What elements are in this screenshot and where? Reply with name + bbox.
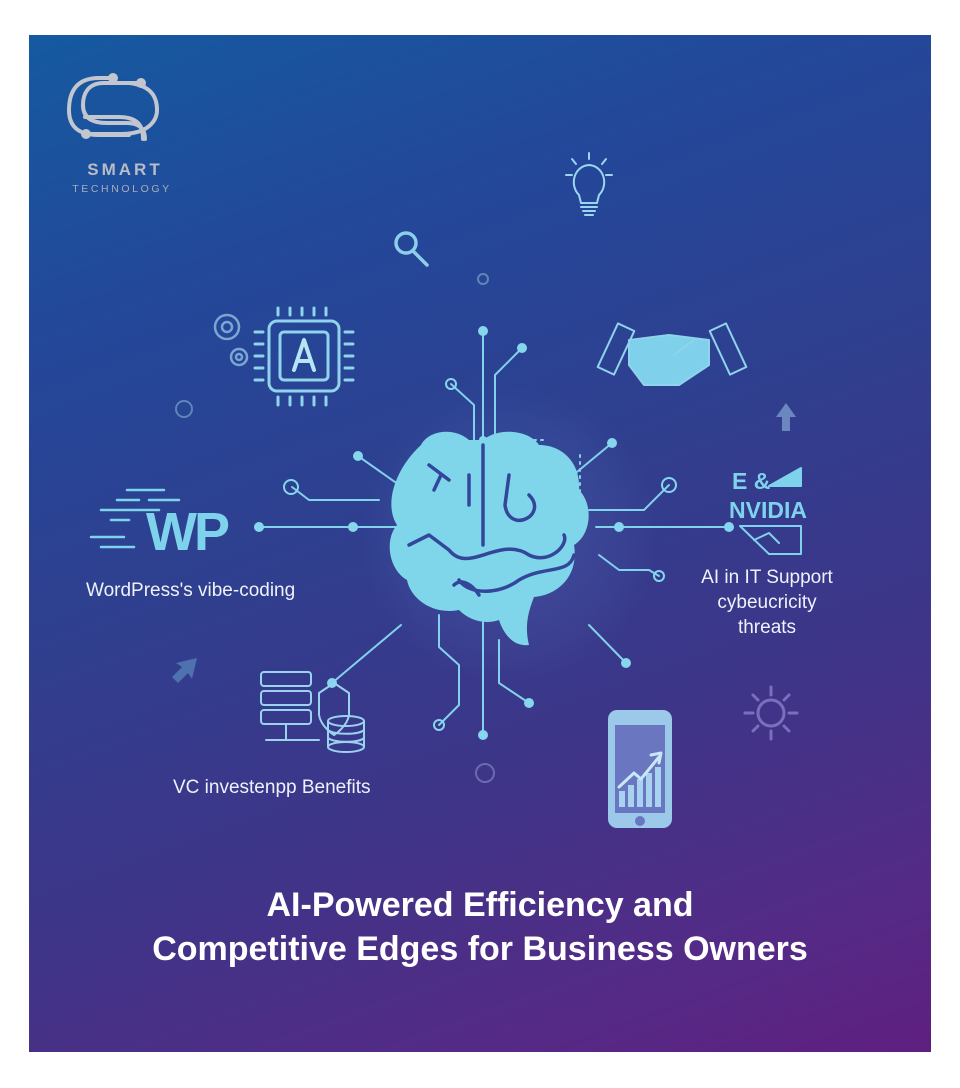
circuit-s-logo-icon <box>67 73 159 141</box>
phone-growth-chart-icon <box>608 710 672 828</box>
wordpress-label: WordPress's vibe-coding <box>86 580 296 601</box>
sun-icon <box>743 685 799 741</box>
gears-icon <box>213 313 249 367</box>
wordpress-wp-icon: WP <box>146 502 230 562</box>
nvidia-mark-line1: E & <box>732 468 771 494</box>
headline-line-1: AI-Powered Efficiency and <box>266 886 694 924</box>
headline-line-2: Competitive Edges for Business Owners <box>152 930 808 968</box>
illustration <box>67 73 802 828</box>
magnifier-icon <box>394 231 429 267</box>
circuit-nodes <box>254 326 734 740</box>
handshake-icon <box>596 322 748 386</box>
ai-chip-icon <box>253 306 355 407</box>
nvidia-mark-line2: NVIDIA <box>729 497 807 523</box>
it-support-line-2: cybeucricity <box>717 592 817 613</box>
vc-label: VC investenpp Benefits <box>173 777 371 798</box>
headline: AI-Powered Efficiency and Competitive Ed… <box>29 883 931 971</box>
arrow-up-icon <box>776 403 796 431</box>
brand-name: SMART <box>87 160 163 179</box>
speed-lines-icon <box>89 488 181 549</box>
it-support-label: AI in IT Support cybeucricity threats <box>677 565 857 640</box>
circuit-lines-icon <box>258 329 730 736</box>
it-support-line-1: AI in IT Support <box>701 567 833 588</box>
arrow-diagonal-icon <box>172 658 197 683</box>
it-support-line-3: threats <box>737 617 797 638</box>
server-shield-database-icon <box>260 671 365 753</box>
lightbulb-icon <box>565 152 613 216</box>
brand-tagline: TECHNOLOGY <box>72 183 172 195</box>
poster-panel: SMART TECHNOLOGY WP WordPress's vibe-cod… <box>29 35 931 1052</box>
envelope-icon <box>739 467 802 555</box>
brain-circuit-icon <box>389 431 589 646</box>
